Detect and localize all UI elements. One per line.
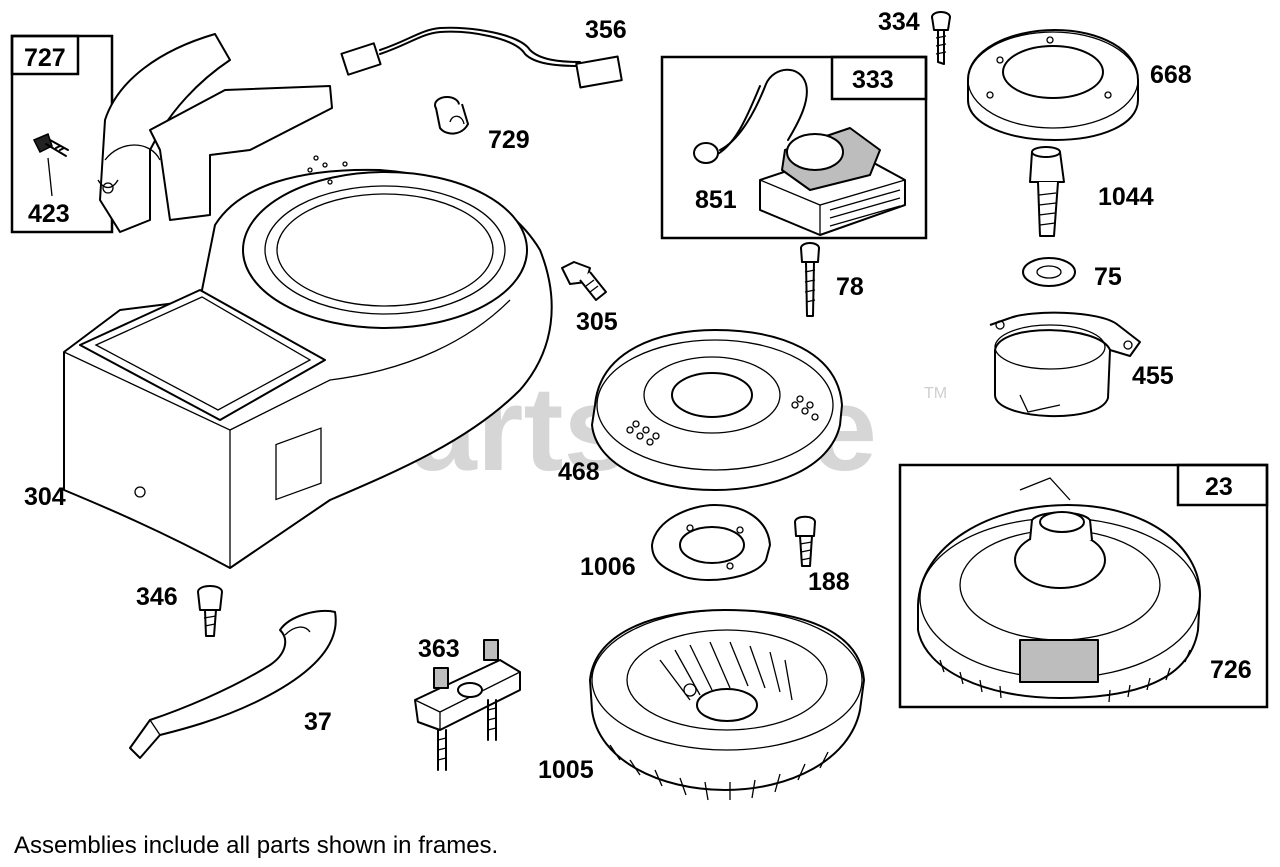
part-37-air-vane xyxy=(129,609,337,759)
part-726-flywheel xyxy=(917,477,1201,703)
label-851: 851 xyxy=(695,186,737,214)
part-1006-retainer xyxy=(651,504,771,581)
label-304: 304 xyxy=(24,483,66,511)
frame-label-333: 333 xyxy=(852,66,894,94)
part-305-screw xyxy=(561,261,607,301)
part-1005-blower-fan xyxy=(589,609,865,801)
part-468-rotating-screen xyxy=(591,329,843,491)
footnote-text: Assemblies include all parts shown in fr… xyxy=(14,832,499,859)
label-305: 305 xyxy=(576,308,618,336)
label-37: 37 xyxy=(304,708,332,736)
part-75-washer xyxy=(1022,257,1076,287)
frame-333: 333 xyxy=(660,55,928,240)
label-1044: 1044 xyxy=(1098,183,1154,211)
label-1005: 1005 xyxy=(538,756,594,784)
label-356: 356 xyxy=(585,16,627,44)
label-668: 668 xyxy=(1150,61,1192,89)
part-346-screw xyxy=(197,585,223,637)
part-334-screw xyxy=(931,11,951,65)
part-729-grommet xyxy=(434,96,469,135)
frame-label-727: 727 xyxy=(24,44,66,72)
label-334: 334 xyxy=(878,8,920,36)
part-356-ground-wire xyxy=(340,26,623,89)
part-727-air-guide xyxy=(97,33,333,233)
part-1044-stud xyxy=(1029,146,1065,237)
label-726: 726 xyxy=(1210,656,1252,684)
label-188: 188 xyxy=(808,568,850,596)
watermark-trademark: TM xyxy=(924,385,947,402)
label-729: 729 xyxy=(488,126,530,154)
label-363: 363 xyxy=(418,635,460,663)
part-423-screw xyxy=(32,132,69,197)
frame-727: 727 xyxy=(10,34,114,234)
label-75: 75 xyxy=(1094,263,1122,291)
label-423: 423 xyxy=(28,200,70,228)
part-333-armature xyxy=(693,68,906,236)
label-1006: 1006 xyxy=(580,553,636,581)
part-668-plate xyxy=(967,29,1139,141)
frame-label-23: 23 xyxy=(1205,473,1233,501)
label-468: 468 xyxy=(558,458,600,486)
part-304-blower-housing xyxy=(63,155,553,569)
label-455: 455 xyxy=(1132,362,1174,390)
frame-23: 23 xyxy=(898,463,1269,709)
part-188-screw xyxy=(794,515,816,567)
part-363-bracket xyxy=(414,639,521,771)
label-346: 346 xyxy=(136,583,178,611)
part-455-cup xyxy=(989,311,1141,418)
part-78-screw xyxy=(800,242,820,317)
label-78: 78 xyxy=(836,273,864,301)
